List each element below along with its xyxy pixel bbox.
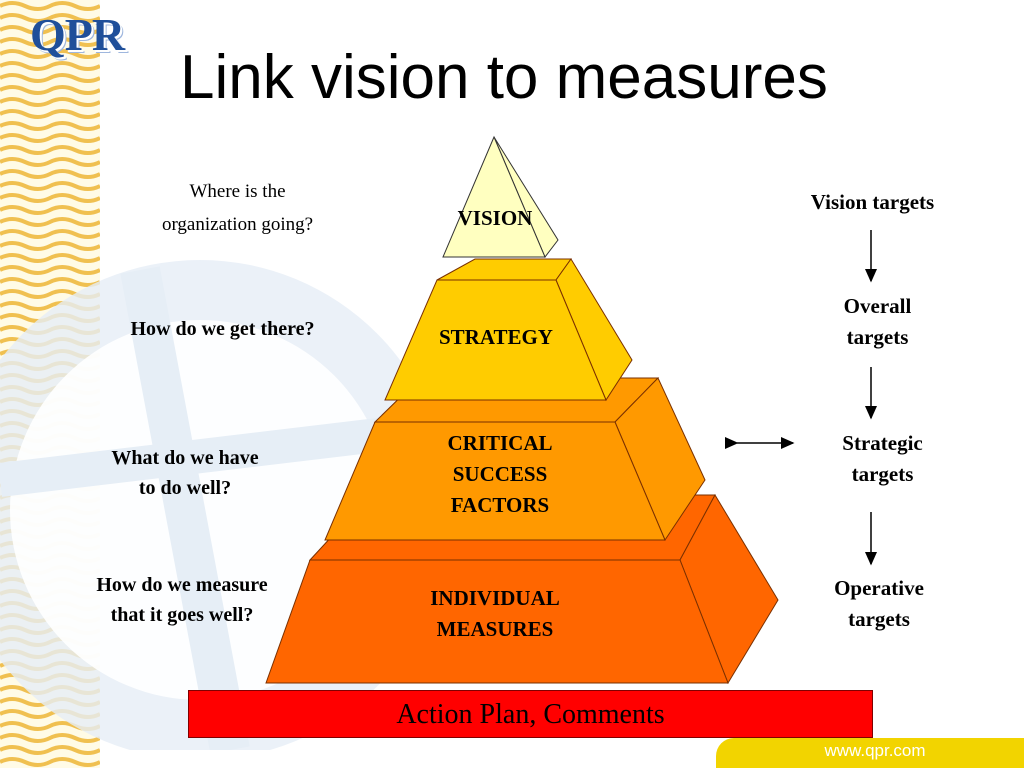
target-line: Overall — [843, 294, 912, 318]
question-4: How do we measure that it goes well? — [68, 570, 296, 630]
action-plan-bar: Action Plan, Comments — [188, 690, 873, 738]
question-line: How do we measure — [96, 574, 268, 596]
target-line: targets — [851, 462, 914, 486]
target-line: targets — [846, 325, 909, 349]
csf-front-face — [324, 421, 666, 541]
footer-url: www.qpr.com — [824, 741, 926, 760]
target-line: Strategic — [842, 431, 923, 455]
level-vision-label: VISION — [457, 206, 533, 230]
target-vision: Vision targets — [810, 190, 935, 214]
question-2: How do we get there? — [130, 318, 315, 340]
footer-bar — [716, 738, 1024, 768]
question-line: What do we have — [111, 447, 259, 469]
measures-front-face — [265, 559, 729, 684]
question-line: Where is the — [189, 181, 286, 202]
csf-line: SUCCESS — [452, 462, 548, 486]
level-csf-label: CRITICAL SUCCESS FACTORS — [400, 428, 600, 521]
level-measures-label: INDIVIDUAL MEASURES — [395, 583, 595, 645]
page-title: Link vision to measures — [180, 43, 828, 112]
target-strategic: Strategic targets — [805, 428, 960, 490]
question-line: organization going? — [161, 214, 314, 235]
measures-line: MEASURES — [436, 617, 554, 641]
target-line: targets — [848, 607, 910, 631]
vision-front-face — [442, 135, 546, 258]
qpr-logo: QPR — [30, 9, 125, 60]
target-overall: Overall targets — [800, 291, 955, 353]
level-strategy-label: STRATEGY — [439, 325, 553, 349]
question-3: What do we have to do well? — [80, 443, 290, 503]
target-line: Operative — [834, 576, 924, 600]
question-line: to do well? — [138, 477, 232, 499]
csf-line: FACTORS — [450, 493, 550, 517]
measures-line: INDIVIDUAL — [430, 586, 560, 610]
strategy-front-face — [384, 279, 607, 401]
question-1: Where is the organization going? — [130, 175, 345, 241]
csf-line: CRITICAL — [447, 431, 553, 455]
question-line: that it goes well? — [110, 604, 254, 626]
target-operative: Operative targets — [800, 573, 958, 635]
